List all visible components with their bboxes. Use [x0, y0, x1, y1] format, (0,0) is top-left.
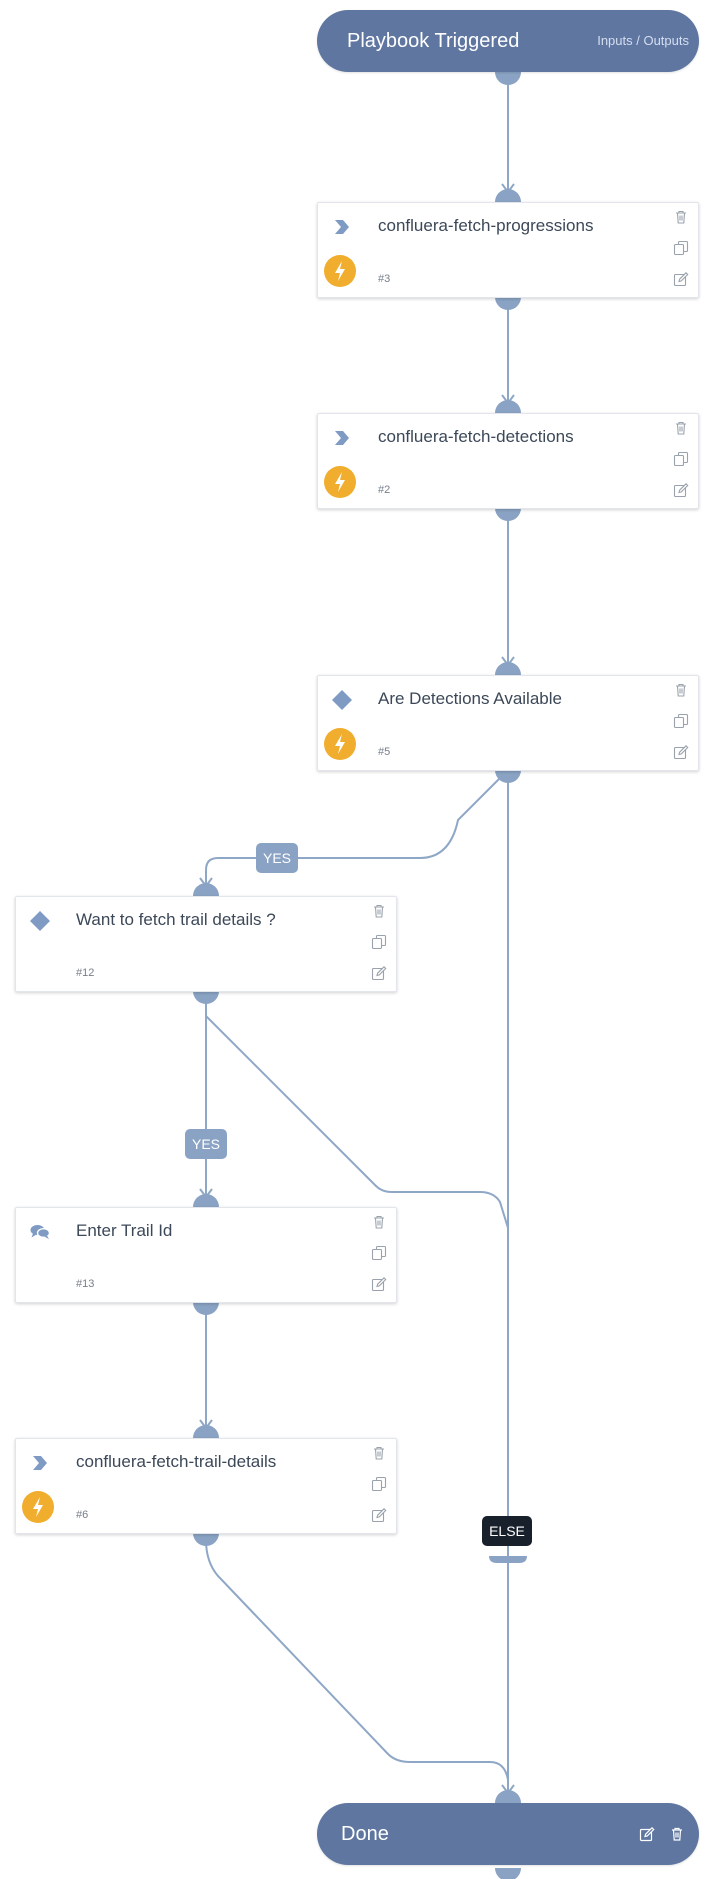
task-id: #2 — [378, 484, 391, 496]
copy-icon[interactable] — [673, 713, 689, 729]
chevron-right-icon — [330, 215, 354, 239]
task-actions — [369, 1445, 389, 1538]
lightning-bolt-icon — [324, 255, 356, 287]
trash-icon[interactable] — [673, 682, 689, 698]
task-actions — [369, 903, 389, 996]
task-title: confluera-fetch-detections — [378, 427, 574, 446]
task-id: #12 — [76, 967, 95, 979]
trash-icon[interactable] — [371, 903, 387, 919]
edit-icon[interactable] — [673, 271, 689, 287]
task-actions — [671, 682, 691, 775]
end-node-title: Done — [341, 1823, 389, 1845]
chevron-right-icon — [330, 426, 354, 450]
task-id: #5 — [378, 746, 391, 758]
branch-label-yes[interactable]: YES — [185, 1129, 227, 1159]
task-card-6[interactable]: confluera-fetch-trail-details #6 — [15, 1438, 397, 1534]
task-title: Want to fetch trail details ? — [76, 910, 276, 929]
task-id: #3 — [378, 273, 391, 285]
task-card-2[interactable]: confluera-fetch-detections #2 — [317, 413, 699, 509]
task-id: #13 — [76, 1278, 95, 1290]
connector-knobs — [193, 72, 527, 1879]
inputs-outputs-link[interactable]: Inputs / Outputs — [597, 33, 689, 48]
trash-icon[interactable] — [669, 1826, 685, 1842]
connector-task-12-else-to-done — [205, 1015, 509, 1229]
task-card-12[interactable]: Want to fetch trail details ? #12 — [15, 896, 397, 992]
edit-icon[interactable] — [371, 965, 387, 981]
copy-icon[interactable] — [371, 1476, 387, 1492]
task-title: Enter Trail Id — [76, 1221, 173, 1240]
lightning-bolt-icon — [22, 1491, 54, 1523]
done-node[interactable]: Done — [317, 1803, 699, 1865]
connector-task-6-to-done — [205, 1539, 509, 1781]
task-card-5[interactable]: Are Detections Available #5 — [317, 675, 699, 771]
task-title: Are Detections Available — [378, 689, 562, 708]
task-actions — [671, 209, 691, 302]
diamond-icon — [28, 909, 52, 933]
copy-icon[interactable] — [673, 240, 689, 256]
start-node-title: Playbook Triggered — [347, 30, 520, 52]
chat-bubbles-icon — [28, 1220, 52, 1244]
diamond-icon — [330, 688, 354, 712]
edit-icon[interactable] — [371, 1276, 387, 1292]
edit-icon[interactable] — [639, 1826, 655, 1842]
task-title: confluera-fetch-progressions — [378, 216, 594, 235]
trash-icon[interactable] — [673, 209, 689, 225]
task-card-13[interactable]: Enter Trail Id #13 — [15, 1207, 397, 1303]
trash-icon[interactable] — [673, 420, 689, 436]
connector-task-5-yes-to-task-12 — [205, 769, 509, 886]
task-actions — [671, 420, 691, 513]
branch-label-yes[interactable]: YES — [256, 843, 298, 873]
copy-icon[interactable] — [673, 451, 689, 467]
task-actions — [369, 1214, 389, 1307]
copy-icon[interactable] — [371, 1245, 387, 1261]
chevron-right-icon — [28, 1451, 52, 1475]
lightning-bolt-icon — [324, 728, 356, 760]
copy-icon[interactable] — [371, 934, 387, 950]
trash-icon[interactable] — [371, 1445, 387, 1461]
task-card-3[interactable]: confluera-fetch-progressions #3 — [317, 202, 699, 298]
playbook-triggered-node[interactable]: Playbook Triggered Inputs / Outputs — [317, 10, 699, 72]
task-title: confluera-fetch-trail-details — [76, 1452, 277, 1471]
branch-label-else[interactable]: ELSE — [482, 1516, 532, 1546]
end-node-actions — [639, 1803, 685, 1865]
lightning-bolt-icon — [324, 466, 356, 498]
edit-icon[interactable] — [673, 482, 689, 498]
task-id: #6 — [76, 1509, 89, 1521]
trash-icon[interactable] — [371, 1214, 387, 1230]
edit-icon[interactable] — [371, 1507, 387, 1523]
edit-icon[interactable] — [673, 744, 689, 760]
